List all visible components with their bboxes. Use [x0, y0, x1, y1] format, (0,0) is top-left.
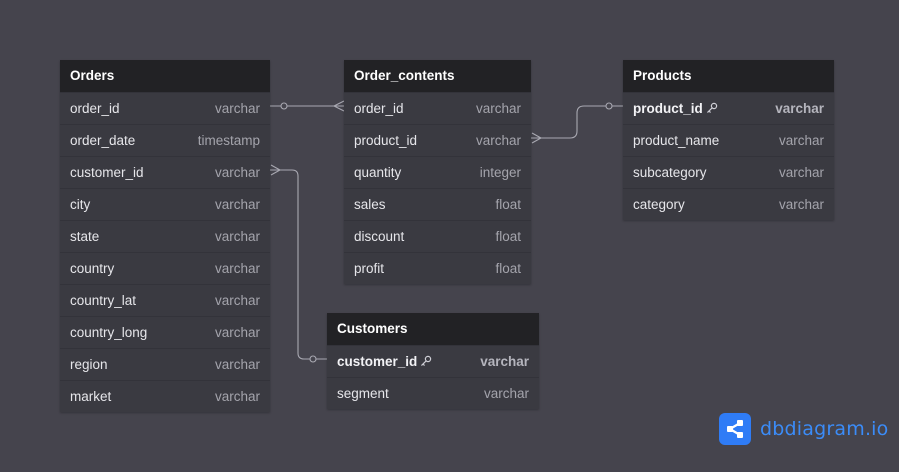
field-name: quantity: [354, 165, 402, 180]
field-type: varchar: [778, 133, 824, 148]
field-row[interactable]: category varchar: [623, 188, 834, 220]
field-row[interactable]: city varchar: [60, 188, 270, 220]
field-name: order_id: [354, 101, 404, 116]
field-type: varchar: [214, 357, 260, 372]
field-type: varchar: [214, 325, 260, 340]
field-type: float: [495, 229, 521, 244]
table-title[interactable]: Order_contents: [344, 60, 531, 92]
field-name: product_id: [633, 93, 718, 125]
field-type: varchar: [214, 389, 260, 404]
field-name: customer_id: [70, 165, 144, 180]
field-row[interactable]: country_lat varchar: [60, 284, 270, 316]
field-name: segment: [337, 386, 389, 401]
field-row[interactable]: product_name varchar: [623, 124, 834, 156]
table-title[interactable]: Customers: [327, 313, 539, 345]
field-name: country_lat: [70, 293, 137, 308]
field-name: sales: [354, 197, 386, 212]
many-end-marker: [270, 164, 282, 176]
field-name: profit: [354, 261, 385, 276]
field-type: varchar: [214, 197, 260, 212]
field-type: integer: [479, 165, 521, 180]
field-row[interactable]: customer_id varchar: [60, 156, 270, 188]
field-row[interactable]: order_date timestamp: [60, 124, 270, 156]
brand-name-suffix: .io: [864, 418, 889, 440]
field-row[interactable]: subcategory varchar: [623, 156, 834, 188]
field-row[interactable]: quantity integer: [344, 156, 531, 188]
field-name: city: [70, 197, 91, 212]
brand-name-main: dbdiagram: [760, 418, 865, 440]
field-name: country_long: [70, 325, 148, 340]
brand-name: dbdiagram.io: [760, 418, 888, 440]
field-row[interactable]: country varchar: [60, 252, 270, 284]
field-row[interactable]: order_id varchar: [60, 92, 270, 124]
field-row[interactable]: profit float: [344, 252, 531, 284]
field-row[interactable]: sales float: [344, 188, 531, 220]
field-type: varchar: [214, 229, 260, 244]
field-name: subcategory: [633, 165, 707, 180]
field-type: varchar: [778, 165, 824, 180]
relation-order-contents-products: [531, 105, 623, 139]
field-row[interactable]: discount float: [344, 220, 531, 252]
one-end-marker: [309, 355, 317, 363]
field-name: order_date: [70, 133, 136, 148]
field-type: varchar: [214, 261, 260, 276]
field-row[interactable]: segment varchar: [327, 377, 539, 409]
field-name: state: [70, 229, 100, 244]
share-nodes-icon: [719, 413, 751, 445]
field-name: country: [70, 261, 115, 276]
field-row[interactable]: market varchar: [60, 380, 270, 412]
field-type: varchar: [214, 101, 260, 116]
many-end-marker: [332, 100, 345, 112]
field-type: varchar: [475, 101, 521, 116]
field-row[interactable]: country_long varchar: [60, 316, 270, 348]
field-type: varchar: [214, 165, 260, 180]
field-row[interactable]: product_id varchar: [344, 124, 531, 156]
relation-orders-customers: [270, 169, 327, 360]
field-row-primary-key[interactable]: product_id varchar: [623, 92, 834, 124]
field-type: varchar: [775, 101, 824, 116]
field-type: varchar: [214, 293, 260, 308]
field-name: product_id: [354, 133, 418, 148]
field-name: product_name: [633, 133, 720, 148]
key-icon: [706, 102, 717, 113]
field-name: category: [633, 197, 685, 212]
field-name: region: [70, 357, 108, 372]
one-end-marker: [280, 102, 288, 110]
table-title[interactable]: Orders: [60, 60, 270, 92]
brand-watermark[interactable]: dbdiagram.io: [719, 413, 888, 445]
field-type: float: [495, 261, 521, 276]
field-type: float: [495, 197, 521, 212]
field-name: market: [70, 389, 112, 404]
one-end-marker: [605, 102, 613, 110]
field-name-text: product_id: [633, 101, 703, 116]
table-title[interactable]: Products: [623, 60, 834, 92]
field-row[interactable]: order_id varchar: [344, 92, 531, 124]
many-end-marker: [531, 132, 543, 144]
field-row[interactable]: region varchar: [60, 348, 270, 380]
field-type: varchar: [475, 133, 521, 148]
field-name: customer_id: [337, 346, 432, 378]
field-type: varchar: [480, 354, 529, 369]
field-row[interactable]: state varchar: [60, 220, 270, 252]
field-name: order_id: [70, 101, 120, 116]
field-name: discount: [354, 229, 405, 244]
field-name-text: customer_id: [337, 354, 418, 369]
key-icon: [421, 355, 432, 366]
field-type: timestamp: [197, 133, 260, 148]
field-type: varchar: [778, 197, 824, 212]
field-type: varchar: [483, 386, 529, 401]
field-row-primary-key[interactable]: customer_id varchar: [327, 345, 539, 377]
